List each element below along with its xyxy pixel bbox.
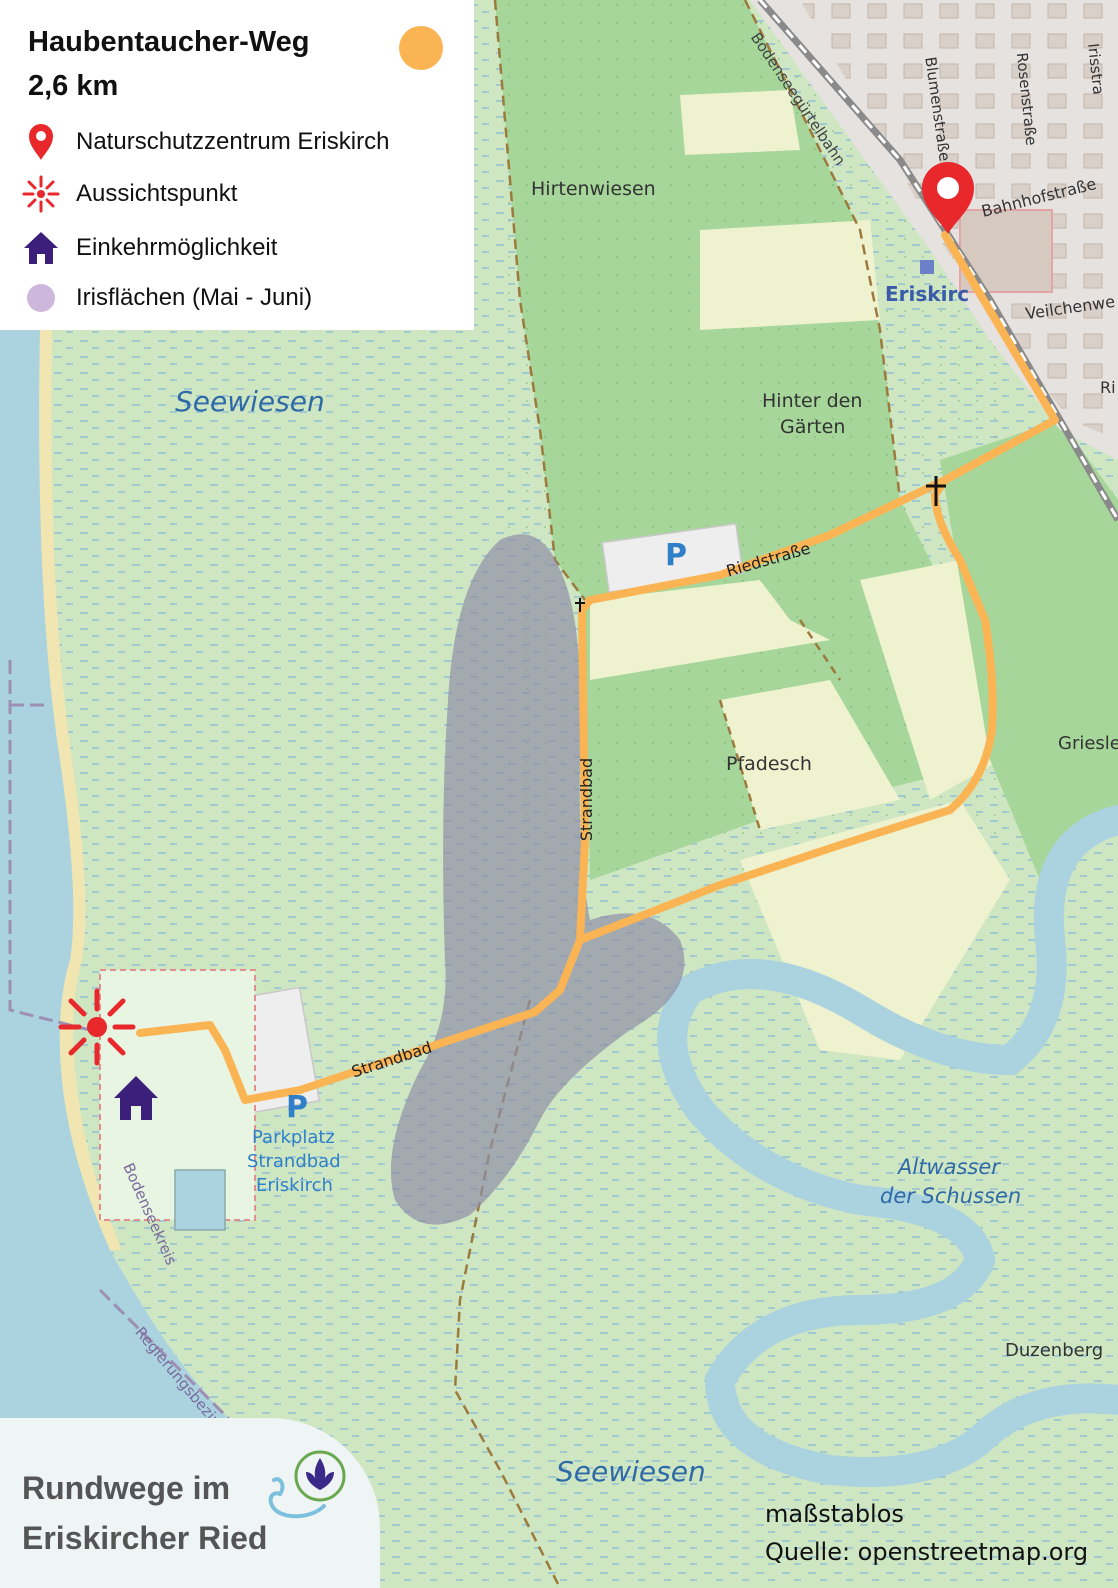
label-duzenberg: Duzenberg [1005, 1340, 1104, 1361]
label-griesle: Griesle [1058, 733, 1118, 754]
meadow-east [860, 560, 1000, 800]
lake-bodensee [0, 330, 380, 1588]
river-schussen [657, 805, 1118, 1487]
source-note: Quelle: openstreetmap.org [765, 1538, 1089, 1566]
map-pin-icon [20, 123, 62, 161]
label-seewiesen-top: Seewiesen [175, 385, 325, 418]
lake-boundary-line [8, 660, 232, 1422]
route-color-dot-icon [399, 26, 443, 70]
label-parkplatz-3: Eriskirch [256, 1175, 333, 1196]
legend-label: Einkehrmöglichkeit [76, 234, 278, 261]
label-hinter-den: Hinter den [762, 390, 863, 412]
parking-p-strandbad: P [286, 1090, 308, 1125]
legend-label: Aussichtspunkt [76, 180, 238, 207]
label-pfadesch: Pfadesch [726, 753, 812, 775]
house-icon [20, 230, 62, 266]
meadow-pfadesch [720, 680, 900, 830]
map-pin-icon[interactable] [922, 162, 974, 234]
label-parkplatz-1: Parkplatz [252, 1127, 335, 1148]
beach [39, 330, 122, 1250]
meadow-top [680, 90, 800, 155]
legend-label: Irisflächen (Mai - Juni) [76, 284, 313, 311]
track-west [493, 0, 586, 601]
label-hirtenwiesen: Hirtenwiesen [531, 178, 656, 200]
route-title: Haubentaucher-Weg [28, 26, 310, 58]
house-icon[interactable] [114, 1076, 158, 1120]
series-title-line1: Rundwege im [22, 1470, 231, 1506]
parking-p-riedstrasse: P [665, 538, 687, 573]
iris-area [390, 534, 685, 1225]
wayside-cross-icon [926, 476, 946, 506]
label-parkplatz-2: Strandbad [247, 1151, 341, 1172]
track-pfadesch [718, 619, 842, 831]
route-length: 2,6 km [28, 70, 119, 102]
legend-item-irisflaechen: Irisflächen (Mai - Juni) [20, 276, 312, 320]
label-eriskirch: Eriskirc [885, 282, 970, 306]
legend-item-naturschutzzentrum: Naturschutzzentrum Eriskirch [20, 120, 389, 164]
meadow-riedstrasse [590, 580, 830, 680]
sunburst-icon [20, 175, 62, 213]
iris-area-dot-icon [20, 283, 62, 313]
label-road-ri: Ri [1100, 378, 1116, 397]
route-haubentaucher[interactable] [136, 231, 1059, 1104]
label-altwasser-2: der Schussen [880, 1184, 1022, 1208]
scale-note: maßstablos [765, 1500, 904, 1528]
track-east [743, 0, 902, 501]
label-seewiesen-bottom: Seewiesen [556, 1455, 706, 1488]
station-icon [920, 260, 934, 274]
field-east [940, 420, 1118, 880]
legend-panel: Haubentaucher-Weg 2,6 km Naturschutzzent… [0, 0, 474, 330]
iris-swan-logo-icon [268, 1450, 346, 1519]
swimming-pool [174, 1169, 226, 1231]
series-title-box: Rundwege im Eriskircher Ried [0, 1418, 380, 1588]
meadow-mid [700, 220, 880, 330]
legend-item-aussichtspunkt: Aussichtspunkt [20, 172, 237, 216]
label-strandbad-vertical: Strandbad [577, 757, 597, 842]
label-altwasser-1: Altwasser [898, 1155, 1000, 1179]
legend-item-einkehr: Einkehrmöglichkeit [20, 226, 277, 270]
label-gaerten: Gärten [780, 416, 846, 438]
legend-label: Naturschutzzentrum Eriskirch [76, 128, 390, 155]
wayside-cross-icon [575, 598, 585, 612]
sunburst-icon[interactable] [58, 988, 136, 1066]
railway-ties [758, 0, 1118, 521]
series-title-line2: Eriskircher Ried [22, 1520, 268, 1556]
